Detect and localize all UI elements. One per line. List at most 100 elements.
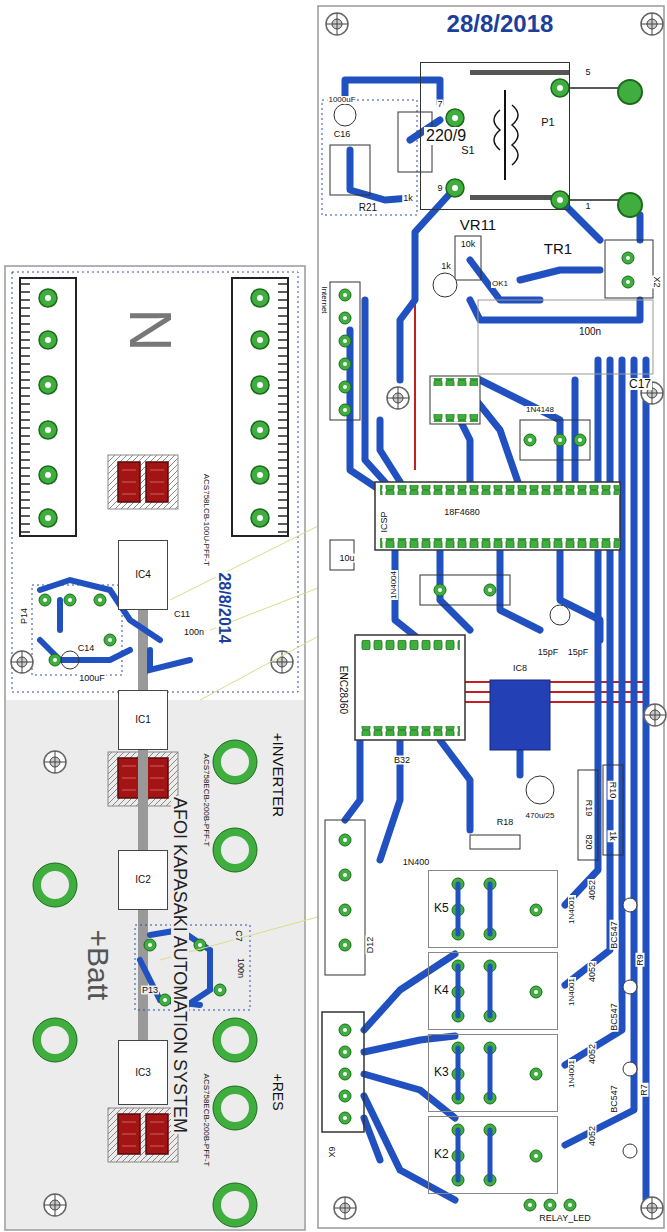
- right-board-part-part: [520, 270, 600, 280]
- right-board-part-part: [560, 548, 600, 640]
- right-board-part: [544, 1199, 556, 1211]
- right-board-part-part: [517, 750, 524, 775]
- right-board-part-part: [345, 740, 360, 820]
- right-board-part: [618, 193, 642, 217]
- component-label: P14: [20, 607, 29, 625]
- component-label: ENC28J60: [338, 665, 348, 715]
- component-label: ACS758LCB-100U-PFF-T: [202, 473, 210, 567]
- right-board-part: [339, 1024, 351, 1036]
- component-label: C14: [77, 644, 96, 653]
- part-name: K2: [432, 1148, 451, 1162]
- right-board-part: [623, 1144, 637, 1158]
- right-board-part: [551, 79, 569, 97]
- component-label: 1N4001: [568, 1059, 576, 1089]
- component-label: 1N4001: [568, 977, 576, 1007]
- right-board-part: [360, 726, 460, 736]
- left-board-part: [11, 651, 33, 673]
- left-board-part: [44, 1194, 66, 1216]
- right-board-part: [570, 88, 630, 200]
- right-board-part: [524, 434, 536, 446]
- right-board-part-part: [364, 1118, 380, 1160]
- left-board-part: [39, 466, 57, 484]
- right-board-part: [623, 1062, 637, 1076]
- right-board-part-part: [350, 150, 410, 200]
- right-board-part: [446, 179, 464, 197]
- right-board-part: [339, 1090, 351, 1102]
- part-name: K4: [432, 984, 451, 998]
- left-board-part: [94, 594, 106, 606]
- right-board-part: [578, 770, 598, 860]
- right-board-part: [551, 191, 569, 209]
- left-board-part: [12, 272, 298, 692]
- right-board-part: [322, 1012, 364, 1132]
- right-board-part: [326, 13, 348, 35]
- right-board-part: [339, 289, 351, 301]
- left-board-part: [118, 462, 140, 502]
- component-label: P13: [141, 986, 159, 995]
- component-label: C17: [628, 378, 652, 390]
- left-board-part: [146, 1114, 168, 1154]
- part-name: IC4: [133, 569, 153, 581]
- component-label: 820: [584, 833, 593, 850]
- left-board-part-part: [57, 600, 63, 630]
- left-board-part: [39, 331, 57, 349]
- right-board-part: [622, 276, 634, 288]
- right-board-part: [432, 378, 478, 386]
- component-label: R19: [584, 799, 593, 818]
- left-board-part: [144, 939, 156, 951]
- component-label: 100n: [236, 957, 245, 979]
- right-board-part: [484, 584, 496, 596]
- right-board-part: [339, 335, 351, 347]
- right-board-part: [339, 834, 351, 846]
- left-board-part: [251, 331, 269, 349]
- component-label: R21: [358, 203, 378, 213]
- right-board-part: [345, 80, 646, 1200]
- component-label: 1N400: [402, 858, 431, 867]
- component-label: S1: [460, 145, 475, 156]
- relay-footprint: K3: [428, 1034, 558, 1112]
- component-label: 10k: [460, 240, 477, 249]
- right-board-part: [434, 584, 446, 596]
- right-board-part: [623, 980, 637, 994]
- left-board-part: [49, 654, 61, 666]
- right-board-part: [380, 538, 620, 548]
- left-board-part: [251, 509, 269, 527]
- terminal-label: +Batt: [83, 929, 113, 1002]
- component-label: 1N4001: [568, 895, 576, 925]
- right-board-part-part: [565, 360, 622, 1065]
- left-board-part: [146, 462, 168, 502]
- component-label: R9: [636, 953, 645, 967]
- right-board-part: [526, 776, 554, 804]
- right-board-part: [318, 6, 664, 1228]
- component-label: 4052: [588, 961, 597, 983]
- right-board-part: [605, 240, 653, 298]
- right-board-part-part: [345, 80, 440, 115]
- right-board-part: [554, 434, 566, 446]
- component-label: BC547: [610, 1084, 619, 1114]
- left-board-part: [278, 278, 288, 536]
- left-board-part: [39, 594, 51, 606]
- right-board-part: [387, 387, 409, 409]
- component-label: B32: [393, 756, 411, 765]
- part-name: IC2: [133, 874, 153, 886]
- left-board-part: [61, 651, 79, 669]
- component-label: 1k: [608, 830, 617, 842]
- right-board-part-part: [565, 360, 598, 905]
- right-board-part: [622, 252, 634, 264]
- component-label: 1000uF: [327, 96, 356, 104]
- component-label: 4052: [588, 1125, 597, 1147]
- board-date: 28/8/2018: [446, 12, 555, 36]
- right-board-part: [322, 100, 417, 215]
- right-board-part-part: [565, 360, 634, 1145]
- relay-footprint: K5: [428, 870, 558, 948]
- component-label: OK1: [491, 280, 509, 288]
- right-board-part: [339, 1046, 351, 1058]
- left-board-part: [108, 1108, 178, 1162]
- component-label: 4052: [588, 879, 597, 901]
- component-label: 100uF: [78, 674, 106, 683]
- component-label: 4052: [588, 1043, 597, 1065]
- right-board-part-part: [440, 740, 470, 830]
